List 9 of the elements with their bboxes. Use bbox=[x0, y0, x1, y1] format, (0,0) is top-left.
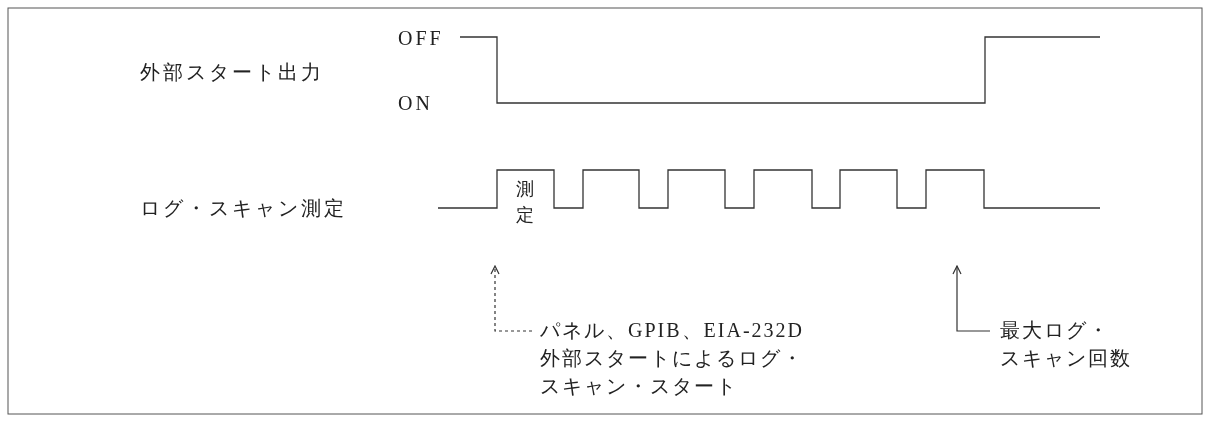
level-label: OFF bbox=[398, 26, 444, 51]
level-label: ON bbox=[398, 91, 433, 116]
annotation-text: 最大ログ・スキャン回数 bbox=[1000, 316, 1132, 372]
annotation-text: パネル、GPIB、EIA-232D外部スタートによるログ・スキャン・スタート bbox=[540, 316, 820, 400]
leader-line bbox=[952, 265, 991, 332]
pulse-label: 測定 bbox=[516, 178, 535, 227]
signal-label: ログ・スキャン測定 bbox=[140, 196, 347, 221]
signal-label: 外部スタート出力 bbox=[140, 60, 324, 85]
leader-line bbox=[490, 265, 533, 332]
